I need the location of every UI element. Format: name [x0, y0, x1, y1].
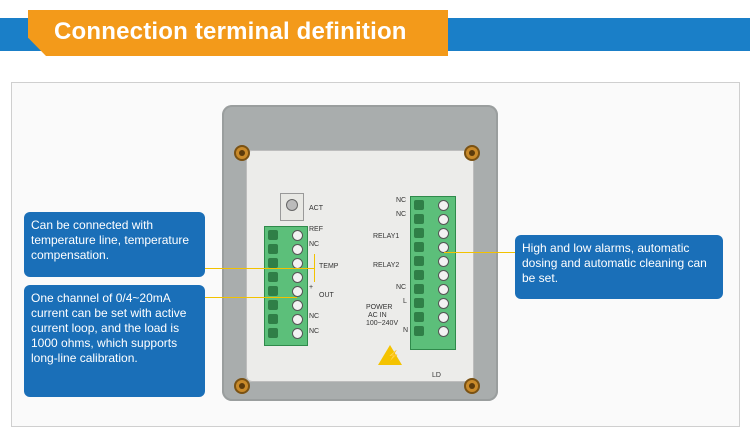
title-tab	[28, 10, 448, 56]
terminal-label: POWER	[366, 304, 393, 311]
terminal-label: NC	[309, 328, 320, 335]
terminal-label: NC	[309, 313, 320, 320]
terminal-label: TEMP	[319, 263, 339, 270]
terminal-label: AC IN	[368, 312, 387, 319]
screw-icon	[234, 378, 250, 394]
terminal-label: RELAY1	[373, 233, 400, 240]
leader-line	[205, 268, 315, 269]
terminal-pin	[292, 314, 303, 325]
terminal-label: +	[309, 284, 314, 291]
terminal-slot	[414, 270, 424, 280]
terminal-label: ACT	[309, 205, 323, 212]
terminal-slot	[268, 258, 278, 268]
terminal-pin	[438, 284, 449, 295]
terminal-slot	[268, 286, 278, 296]
terminal-slot	[268, 300, 278, 310]
terminal-label: NC	[396, 284, 407, 291]
terminal-label: REF	[309, 226, 323, 233]
model-label: LD	[432, 372, 441, 379]
terminal-pin	[438, 256, 449, 267]
terminal-label: NC	[396, 211, 407, 218]
terminal-slot	[414, 256, 424, 266]
page-title: Connection terminal definition	[54, 18, 407, 45]
terminal-pin	[292, 328, 303, 339]
callout-alarm: High and low alarms, automatic dosing an…	[515, 235, 723, 299]
terminal-pin	[292, 300, 303, 311]
terminal-pin	[438, 200, 449, 211]
terminal-slot	[414, 200, 424, 210]
terminal-pin	[438, 312, 449, 323]
terminal-pin	[438, 228, 449, 239]
terminal-label: NC	[396, 197, 407, 204]
terminal-pin	[438, 270, 449, 281]
callout-temperature: Can be connected with temperature line, …	[24, 212, 205, 277]
terminal-slot	[268, 244, 278, 254]
sensor-plug	[280, 193, 304, 221]
terminal-label: NC	[309, 241, 320, 248]
screw-icon	[464, 145, 480, 161]
terminal-slot	[414, 228, 424, 238]
terminal-label: OUT	[319, 292, 334, 299]
terminal-slot	[414, 214, 424, 224]
leader-line	[205, 297, 297, 298]
screw-icon	[234, 145, 250, 161]
terminal-pin	[438, 326, 449, 337]
terminal-slot	[268, 272, 278, 282]
terminal-pin	[292, 244, 303, 255]
terminal-pin	[438, 214, 449, 225]
terminal-slot	[268, 328, 278, 338]
terminal-pin	[438, 242, 449, 253]
callout-output: One channel of 0/4~20mA current can be s…	[24, 285, 205, 397]
warning-icon	[378, 345, 402, 365]
terminal-slot	[414, 284, 424, 294]
terminal-label: N	[403, 327, 409, 334]
screw-icon	[464, 378, 480, 394]
terminal-pin	[438, 298, 449, 309]
terminal-label: 100~240V	[366, 320, 399, 327]
terminal-pin	[292, 286, 303, 297]
terminal-slot	[414, 298, 424, 308]
terminal-label: RELAY2	[373, 262, 400, 269]
bolt-icon: ⚡	[387, 351, 400, 362]
terminal-slot	[268, 230, 278, 240]
leader-line	[314, 254, 315, 282]
terminal-slot	[268, 314, 278, 324]
terminal-pin	[292, 272, 303, 283]
leader-line	[444, 252, 516, 253]
terminal-slot	[414, 242, 424, 252]
terminal-slot	[414, 326, 424, 336]
terminal-pin	[292, 230, 303, 241]
terminal-label: L	[403, 298, 407, 305]
terminal-slot	[414, 312, 424, 322]
